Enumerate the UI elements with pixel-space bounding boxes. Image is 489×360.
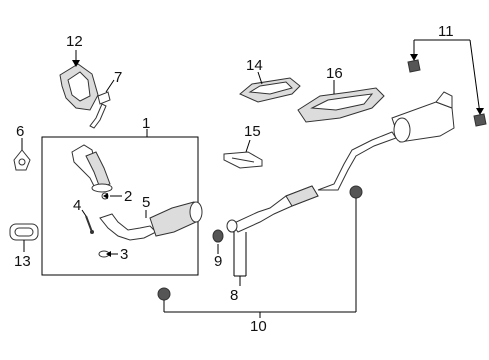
arrow-11a <box>410 54 418 61</box>
callout-11: 11 <box>438 23 454 40</box>
rear-pipe-muffler-part <box>317 91 455 191</box>
callout-9: 9 <box>214 253 222 270</box>
callout-15: 15 <box>244 123 261 140</box>
callout-12: 12 <box>66 33 83 50</box>
leader-7 <box>105 79 115 93</box>
stud-part <box>85 215 94 234</box>
hanger-rubber-part <box>407 59 487 127</box>
catalytic-converter-manifold-part <box>71 144 113 193</box>
arrow-3 <box>106 251 111 257</box>
callout-2: 2 <box>124 188 132 205</box>
lower-heat-shield-part <box>223 151 263 169</box>
upper-heat-shield-part <box>59 63 99 111</box>
callout-4: 4 <box>73 197 81 214</box>
callout-14: 14 <box>246 57 263 74</box>
front-pipe-converter-part <box>99 201 203 241</box>
leader-11c <box>469 39 481 115</box>
converter-group-box <box>41 136 199 276</box>
callout-16: 16 <box>326 65 343 82</box>
gasket-part <box>13 149 31 171</box>
arrow-12 <box>72 60 80 67</box>
hanger-part <box>157 185 363 301</box>
leader-4 <box>81 209 87 217</box>
bracket-part <box>89 91 111 129</box>
arrow-11b <box>476 108 484 115</box>
callout-10: 10 <box>250 318 267 335</box>
resonator-pipe-part <box>226 185 319 233</box>
callout-13: 13 <box>14 253 31 270</box>
leader-14 <box>257 71 263 85</box>
callout-6: 6 <box>16 123 24 140</box>
arrow-2 <box>103 193 108 199</box>
middle-heat-shield-part <box>239 77 301 103</box>
callout-3: 3 <box>120 246 128 263</box>
callout-1: 1 <box>142 115 150 132</box>
callout-8: 8 <box>230 287 238 304</box>
leader-15 <box>245 139 251 153</box>
rear-heat-shield-part <box>297 87 385 123</box>
flange-gasket-part <box>9 223 39 241</box>
callout-5: 5 <box>142 194 150 211</box>
callout-7: 7 <box>114 69 122 86</box>
flange-nut-part <box>212 229 224 243</box>
